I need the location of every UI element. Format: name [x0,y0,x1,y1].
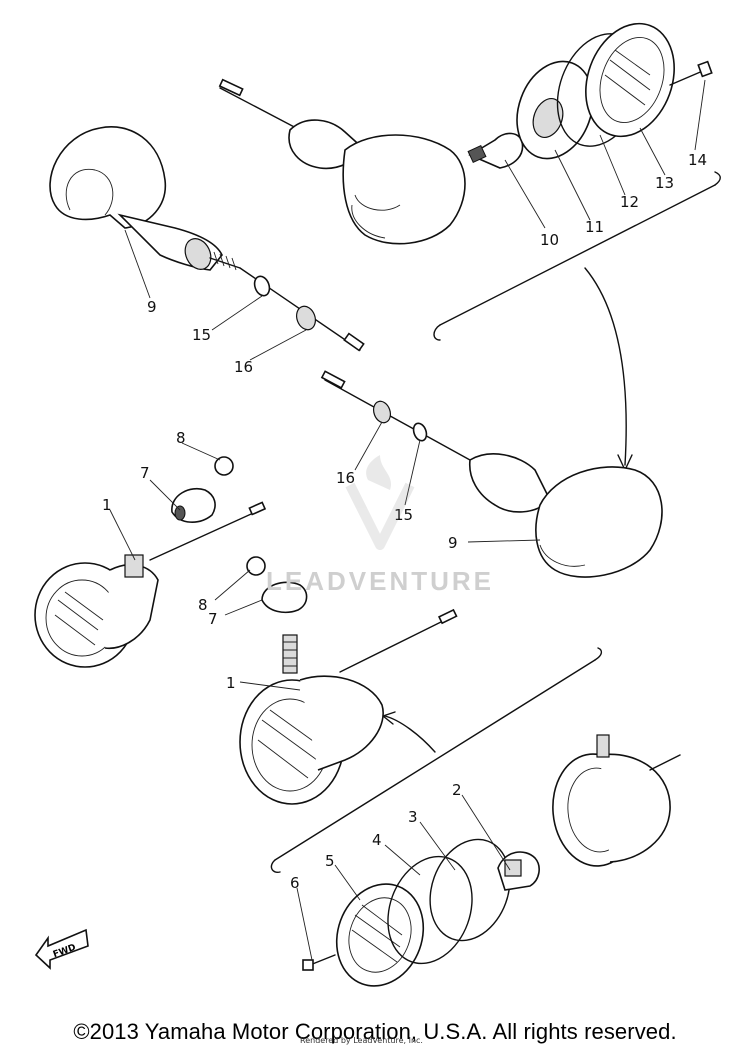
callout-7-lower: 7 [208,610,218,628]
callout-13: 13 [655,174,674,192]
grommet-15-top [253,275,271,297]
callout-16-top: 16 [234,358,253,376]
callout-1-lower: 1 [226,674,236,692]
callout-15-mid: 15 [394,506,413,524]
turn-signal-right-rear [218,78,466,245]
leadventure-watermark: LEADVENTURE [250,455,510,625]
callout-11: 11 [585,218,604,236]
leadventure-logo-icon [345,455,415,550]
turn-signal-rear-lower [320,370,663,578]
callout-15-top: 15 [192,326,211,344]
leader-lines [109,79,706,961]
spacer-16-top [295,305,317,331]
callout-5: 5 [325,852,335,870]
lens-assembly-bottom [302,734,681,987]
callout-6: 6 [290,874,300,892]
watermark-text: LEADVENTURE [266,566,494,596]
footer: ©2013 Yamaha Motor Corporation, U.S.A. A… [0,1012,750,1052]
callout-4: 4 [372,831,382,849]
callout-8-upper: 8 [176,429,186,447]
callout-numbers: 9 15 16 10 11 12 13 14 8 7 1 16 15 9 8 7… [102,151,707,892]
callout-9-top: 9 [147,298,157,316]
callout-8-lower: 8 [198,596,208,614]
lens-assembly-top [467,22,713,169]
turn-signal-front-left [34,456,267,668]
callout-2: 2 [452,781,462,799]
callout-10: 10 [540,231,559,249]
copyright-text: ©2013 Yamaha Motor Corporation, U.S.A. A… [73,1019,677,1044]
parts-exploded-diagram: FWD 9 15 16 10 11 12 13 14 8 7 [34,22,721,987]
callout-12: 12 [620,193,639,211]
callout-16-mid: 16 [336,469,355,487]
fwd-direction-icon: FWD [34,928,89,970]
callout-3: 3 [408,808,418,826]
callout-9-mid: 9 [448,534,458,552]
turn-signal-front-right [239,556,458,805]
callout-7-upper: 7 [140,464,150,482]
rendered-by-text: Rendered by LeadVenture, Inc. [300,1036,423,1045]
callout-14: 14 [688,151,707,169]
callout-1-upper: 1 [102,496,112,514]
